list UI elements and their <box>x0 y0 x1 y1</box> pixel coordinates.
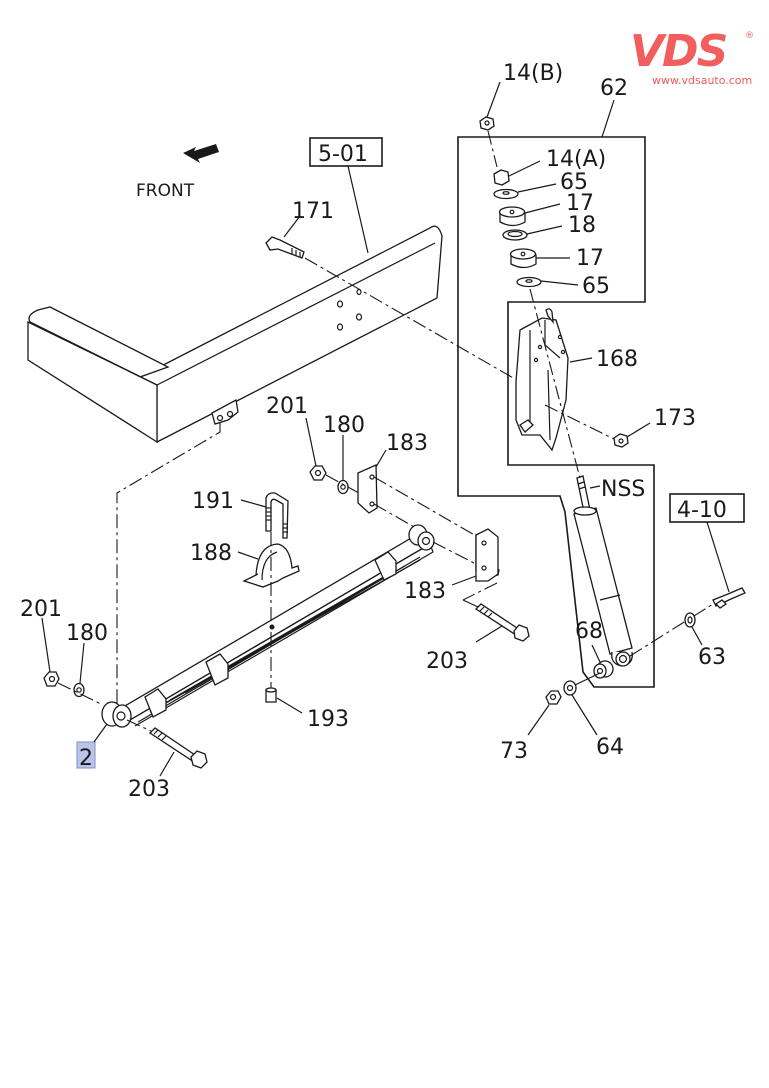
logo-brand: VDS <box>630 26 727 77</box>
washer-65-bottom[interactable] <box>516 276 542 288</box>
leaf-spring-assembly-2[interactable] <box>101 524 435 728</box>
callout-68[interactable]: 68 <box>575 619 603 644</box>
shock-absorber[interactable] <box>573 475 633 667</box>
logo-registered: ® <box>745 31 754 41</box>
nut-201-rear[interactable] <box>309 465 327 481</box>
retainer-18[interactable] <box>502 229 528 241</box>
kit-box-62 <box>457 136 655 688</box>
bolt-203-front[interactable] <box>148 727 208 769</box>
callout-17-bottom[interactable]: 17 <box>576 246 604 271</box>
callout-188[interactable]: 188 <box>190 541 232 566</box>
lower-stud[interactable] <box>712 587 746 609</box>
callout-17-top[interactable]: 17 <box>566 191 594 216</box>
washer-180-rear[interactable] <box>337 479 349 495</box>
washer-180-front[interactable] <box>73 682 85 698</box>
callout-203-front[interactable]: 203 <box>128 777 170 802</box>
bushing-17-top[interactable] <box>498 206 526 227</box>
callout-180-front[interactable]: 180 <box>66 621 108 646</box>
callout-14b[interactable]: 14(B) <box>503 61 563 86</box>
ref-label-4-10[interactable]: 4-10 <box>677 498 727 523</box>
front-indicator: FRONT <box>136 144 219 201</box>
ref-box-5-01[interactable]: 5-01 <box>309 137 383 167</box>
nut-14a[interactable] <box>493 169 510 186</box>
bolt-171[interactable] <box>265 236 305 259</box>
callout-18[interactable]: 18 <box>568 213 596 238</box>
u-bolt-191[interactable] <box>265 492 289 539</box>
nut-73[interactable] <box>545 690 562 705</box>
callout-2[interactable]: 2 <box>79 746 93 771</box>
callout-73[interactable]: 73 <box>500 739 528 764</box>
washer-65-top[interactable] <box>493 188 519 200</box>
plate-183-inner[interactable] <box>357 464 378 514</box>
bracket-168[interactable] <box>515 308 569 452</box>
callout-2-highlighted[interactable]: 2 <box>76 741 96 771</box>
callout-191[interactable]: 191 <box>192 489 234 514</box>
nut-193[interactable] <box>265 687 277 703</box>
callout-14a[interactable]: 14(A) <box>546 147 606 172</box>
vds-logo: VDS ® www.vdsauto.com <box>630 26 754 87</box>
nut-173[interactable] <box>613 433 629 448</box>
nut-201-front[interactable] <box>43 671 60 687</box>
bolt-203-rear[interactable] <box>474 603 530 642</box>
callout-201-front[interactable]: 201 <box>20 597 62 622</box>
callout-180-rear[interactable]: 180 <box>323 413 365 438</box>
callout-62[interactable]: 62 <box>600 76 628 101</box>
ref-box-4-10[interactable]: 4-10 <box>669 493 745 523</box>
arrow-front-icon <box>183 144 219 163</box>
callout-168[interactable]: 168 <box>596 347 638 372</box>
logo-url: www.vdsauto.com <box>652 74 752 87</box>
front-label: FRONT <box>136 181 195 201</box>
callout-63[interactable]: 63 <box>698 645 726 670</box>
callout-203-rear[interactable]: 203 <box>426 649 468 674</box>
frame-rail <box>27 225 443 444</box>
bushing-17-bottom[interactable] <box>509 248 537 269</box>
callout-65-bottom[interactable]: 65 <box>582 274 610 299</box>
callout-nss[interactable]: NSS <box>601 477 645 502</box>
callout-183-top[interactable]: 183 <box>386 431 428 456</box>
callout-65-top[interactable]: 65 <box>560 170 588 195</box>
nut-14b[interactable] <box>479 116 495 131</box>
callout-173[interactable]: 173 <box>654 406 696 431</box>
plate-183-outer[interactable] <box>475 528 500 582</box>
bushing-68[interactable] <box>593 660 614 679</box>
callout-201-rear[interactable]: 201 <box>266 394 308 419</box>
callout-193[interactable]: 193 <box>307 707 349 732</box>
callout-171[interactable]: 171 <box>292 199 334 224</box>
washer-63[interactable] <box>684 612 696 628</box>
callout-183-bottom[interactable]: 183 <box>404 579 446 604</box>
washer-64[interactable] <box>563 680 577 696</box>
callout-64[interactable]: 64 <box>596 735 624 760</box>
ref-label-5-01[interactable]: 5-01 <box>318 142 368 167</box>
